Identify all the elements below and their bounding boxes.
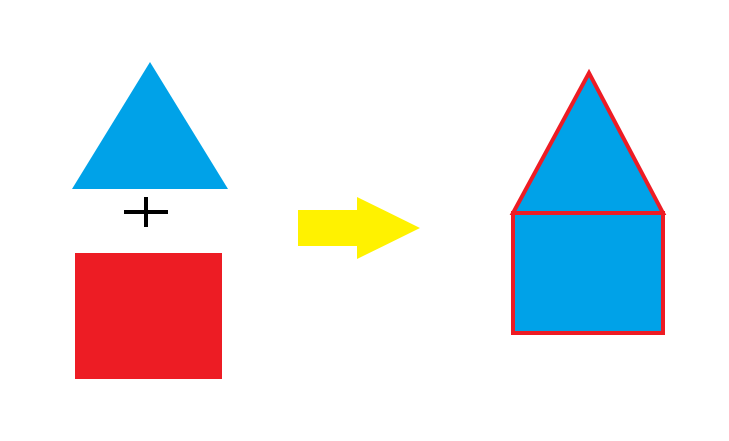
right-arrow-icon [298, 197, 420, 259]
blue-triangle [72, 62, 228, 189]
left-shape-group [72, 62, 228, 379]
house-result-group [509, 68, 667, 335]
house-roof-triangle [513, 73, 663, 213]
red-square [75, 253, 222, 379]
house-body-square [513, 213, 663, 333]
house-roof-outline [509, 68, 667, 215]
plus-icon [124, 197, 168, 227]
